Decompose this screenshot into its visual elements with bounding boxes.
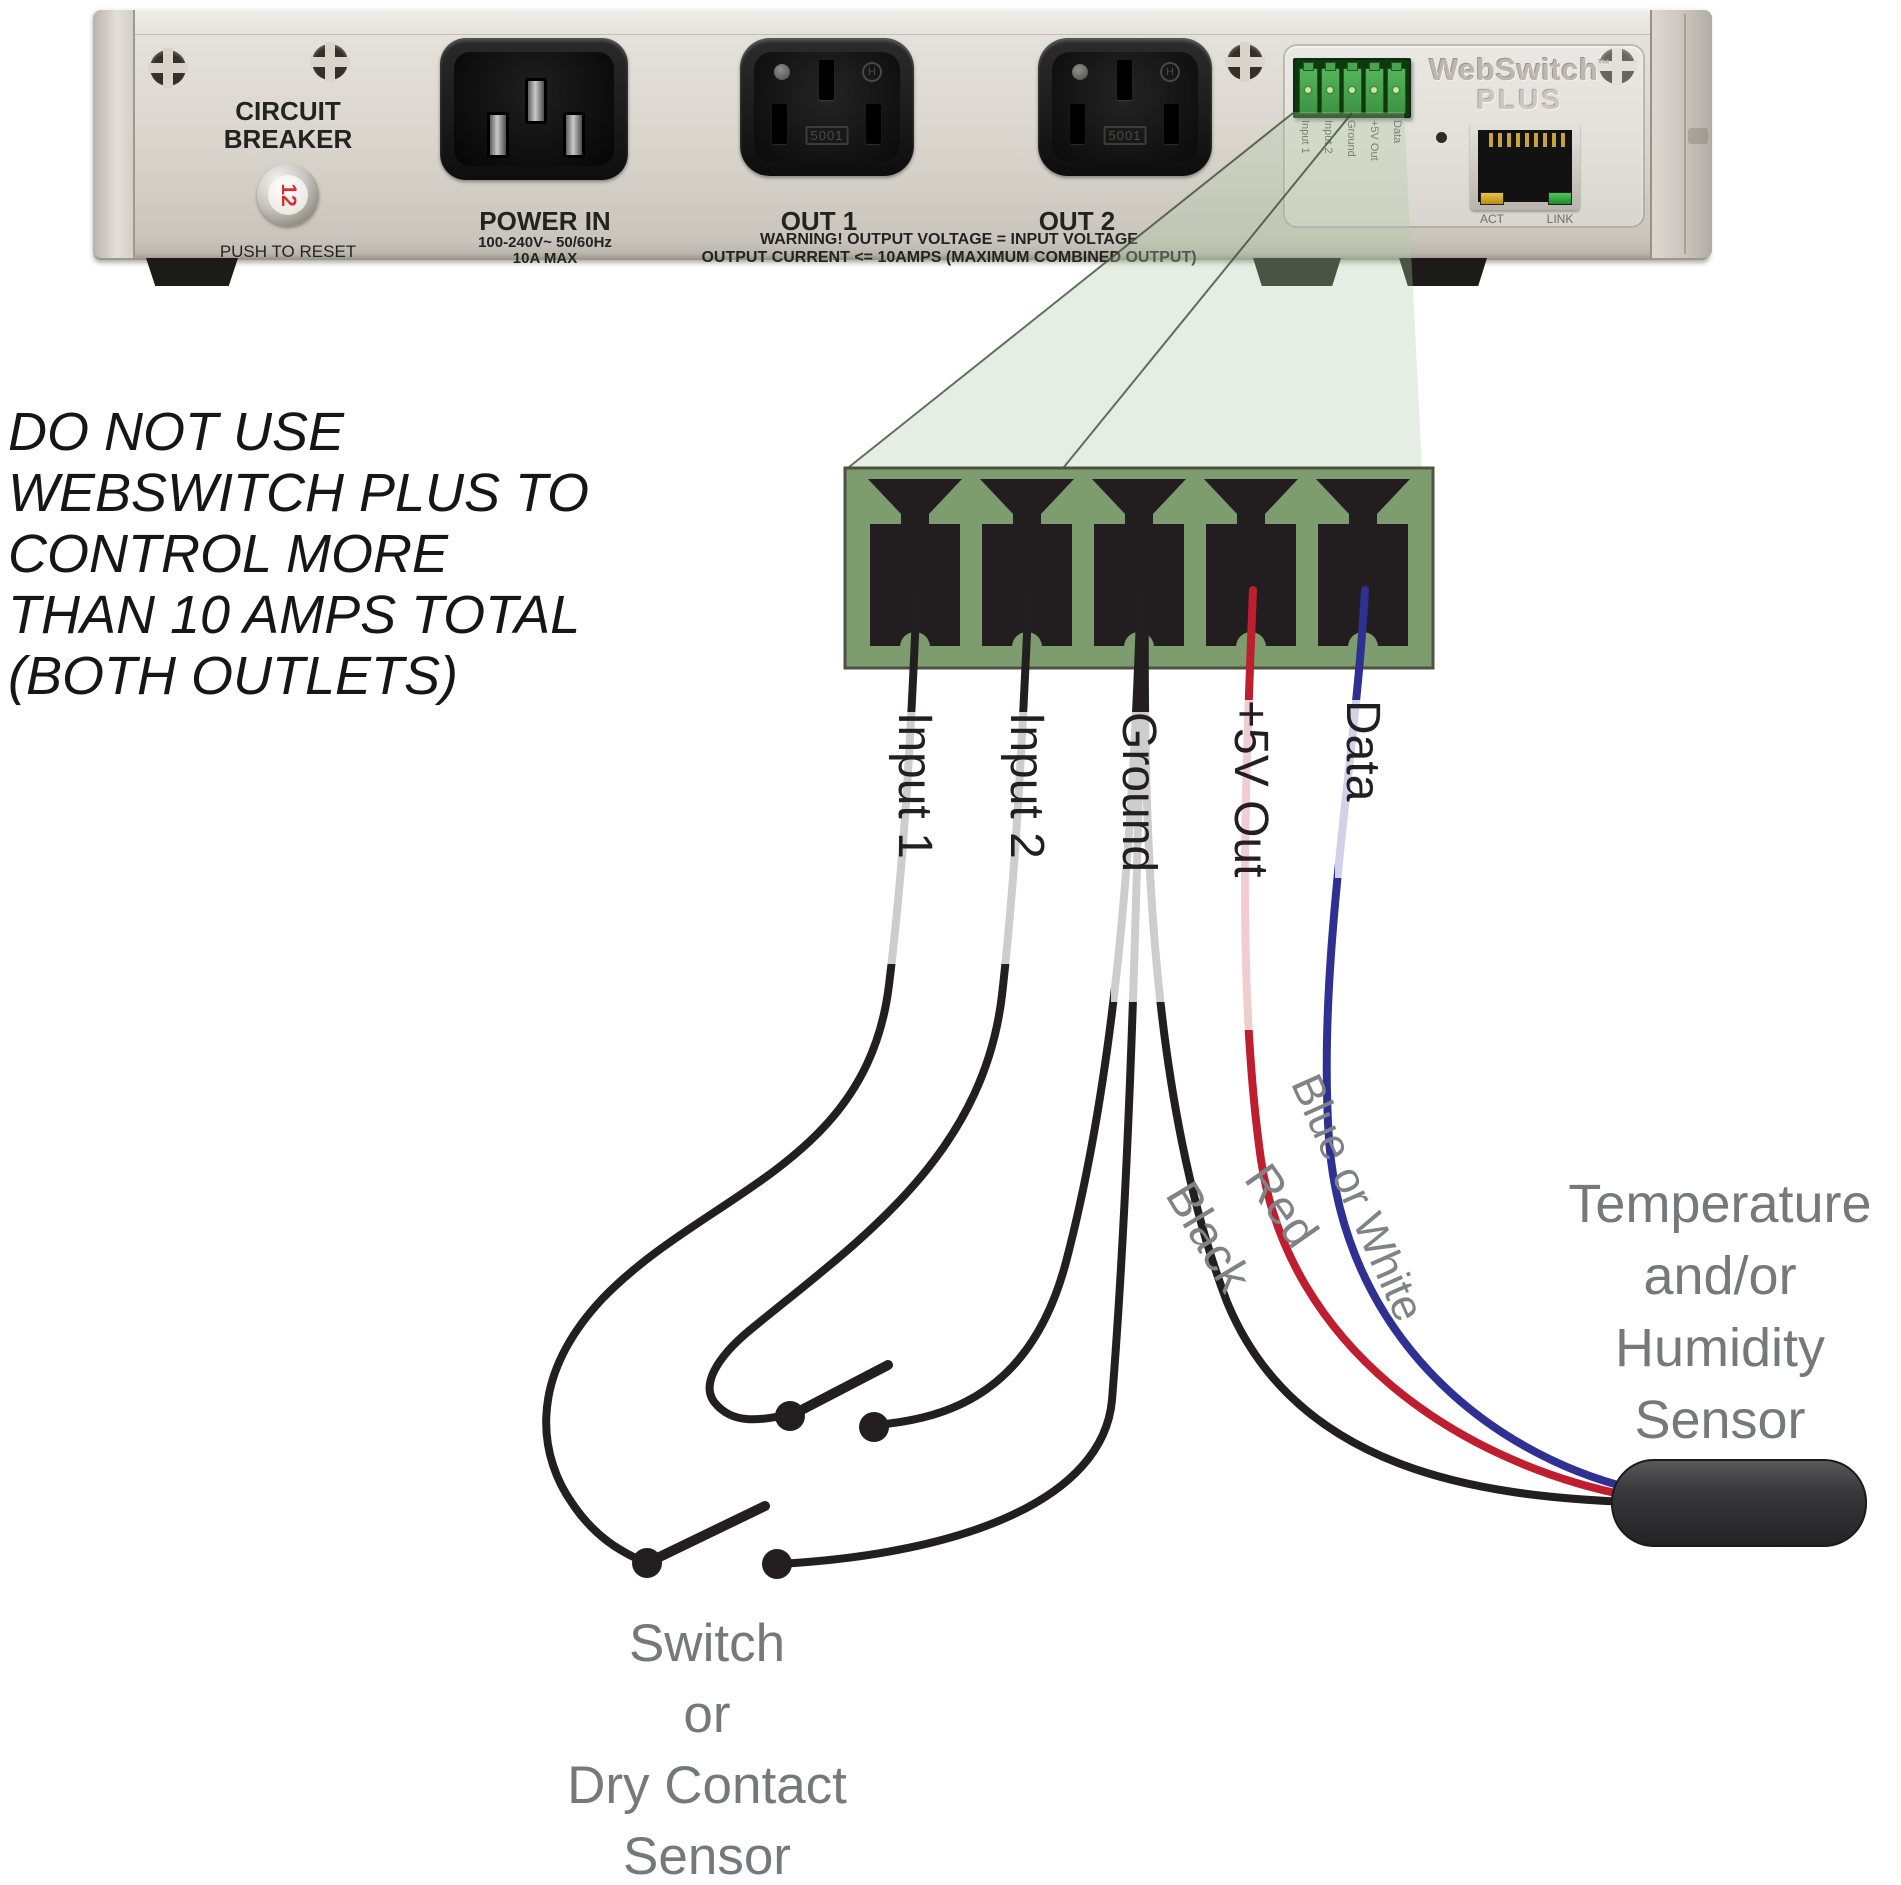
outlet-mark: 5001 [805,126,849,145]
outlet-slot [819,60,834,100]
outlet-slot [1070,104,1085,144]
switch-caption-line: Sensor [623,1827,791,1885]
terminal-small [1321,62,1340,114]
screw-hole-icon [148,48,188,88]
panel-right-endcap [1650,10,1712,258]
outlet-slot [866,104,881,144]
terminal-small [1387,62,1406,114]
note-line: WEBSWITCH PLUS TO [8,463,590,523]
switch-caption-line: Switch [628,1614,786,1673]
outlet-slot [772,104,787,144]
screw-hole-icon [310,42,350,82]
out1-label: OUT 1 [780,206,858,236]
device-foot [146,258,238,286]
sensor-caption-line: and/or [1643,1246,1797,1306]
sensor-caption-line: Temperature [1568,1174,1872,1234]
outlet-face: 5001 H [754,52,900,162]
switch-caption-line: Dry Contact [567,1756,847,1815]
switch-symbols [642,1360,893,1568]
pin-label-5vout: +5V Out [1223,700,1277,1030]
circuit-breaker-label-2: BREAKER [223,124,353,154]
switch-caption-line: or [683,1685,731,1744]
outlet-cert-icon: H [1160,62,1180,82]
sensor-caption: Temperature and/or Humidity Sensor [1540,1168,1900,1456]
sensor-caption-line: Humidity [1614,1318,1826,1378]
device-foot [1253,258,1341,286]
wire-input2 [705,586,1033,1424]
power-in-amps: 10A MAX [512,250,578,267]
switch-contact [632,1548,662,1578]
warning-line-2: OUTPUT CURRENT <= 10AMPS (MAXIMUM COMBIN… [701,249,1197,266]
pin-label-input2: Input 2 [999,712,1053,964]
zoom-callout-line [1063,112,1353,468]
brand-logo: WebSwitch™ [1420,52,1620,88]
switch-caption: Switch or Dry Contact Sensor [520,1608,894,1885]
sensor-body [1611,1459,1867,1547]
zoom-callout-fan [848,112,1422,468]
switch-lever [785,1360,893,1421]
power-in-label: POWER IN [479,206,611,236]
terminal-block-small [1293,58,1411,118]
sensor-caption-line: Sensor [1634,1390,1806,1450]
switch-contact [859,1412,889,1442]
ethernet-act-label: ACT [1480,212,1504,226]
power-in-volts: 100-240V~ 50/60Hz [478,234,612,251]
pin-label-data: Data [1335,700,1389,878]
outlet-face: 5001 H [1052,52,1198,162]
zoom-callout-line [848,112,1294,468]
ethernet-act-led-icon [1480,192,1504,205]
status-led-icon [1436,132,1447,143]
note-line: THAN 10 AMPS TOTAL [8,585,581,645]
outlet-cert-icon: H [862,62,882,82]
terminal-small [1343,62,1362,114]
switch-contacts [632,1401,889,1579]
panel-endcap-slot [1688,128,1708,144]
brand-model: PLUS [1476,84,1564,115]
device-foot [1399,258,1487,286]
screw-hole-icon [1597,46,1637,86]
wire-ground-b [774,586,1147,1568]
power-pin [525,78,547,124]
pin-label-ground: Ground [1111,712,1165,1002]
power-pin [563,112,585,158]
power-pin [487,112,509,158]
push-to-reset-label: PUSH TO RESET [219,242,357,261]
outlet-out2: 5001 H [1038,38,1212,176]
ethernet-link-led-icon [1548,192,1572,205]
switch-contact [775,1401,805,1431]
brand-name: WebSwitch [1429,52,1599,87]
switch-lever [642,1501,770,1568]
terminal-small [1365,62,1384,114]
circuit-breaker-cap[interactable] [268,175,308,215]
terminal-small [1299,62,1318,114]
ethernet-link-label: LINK [1546,212,1574,226]
outlet-slot [1117,60,1132,100]
screw-hole-icon [1225,42,1265,82]
brand-tm: ™ [1598,57,1611,72]
panel-left-endcap [93,10,135,258]
out2-label: OUT 2 [1038,206,1116,236]
outlet-dot-icon [774,64,790,80]
outlet-mark: 5001 [1103,126,1147,145]
pin-label-input1: Input 1 [887,712,941,964]
warning-line-1: WARNING! OUTPUT VOLTAGE = INPUT VOLTAGE [760,231,1138,248]
switch-contact [762,1549,792,1579]
panel-seam [93,34,1710,35]
circuit-breaker-label-1: CIRCUIT [235,96,341,126]
note-line: CONTROL MORE [8,524,449,584]
outlet-dot-icon [1072,64,1088,80]
panel-endcap-seam [1684,14,1686,254]
note-line: DO NOT USE [8,402,345,462]
note-line: (BOTH OUTLETS) [8,646,459,706]
outlet-slot [1164,104,1179,144]
ethernet-pins-icon [1484,133,1566,147]
outlet-out1: 5001 H [740,38,914,176]
